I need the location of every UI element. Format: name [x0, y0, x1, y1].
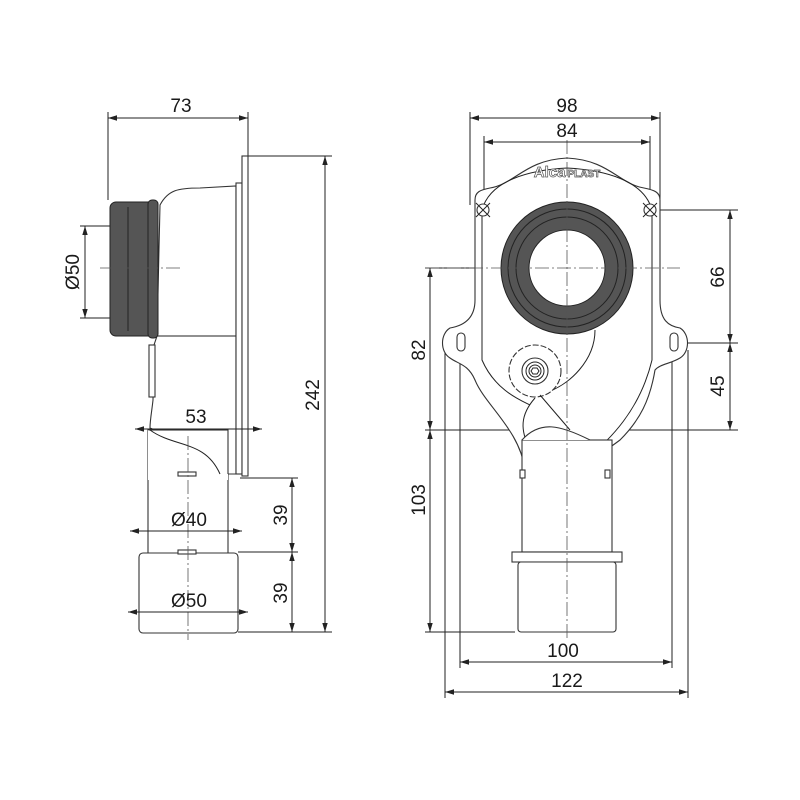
screw-hole-left	[475, 202, 491, 218]
dim-outlet-to-bottom: 103	[409, 484, 430, 516]
dim-center-to-outlet: 82	[409, 339, 430, 360]
dim-outlet-offset: 53	[185, 407, 206, 428]
mount-slot-right	[669, 332, 679, 352]
flange-gasket	[235, 182, 243, 475]
dim-mount-spacing: 100	[547, 641, 579, 662]
screw-hole-right	[642, 202, 658, 218]
dim-mount-to-outlet: 45	[708, 375, 729, 396]
dim-total-height: 242	[303, 379, 324, 411]
dim-hole-spacing: 84	[556, 121, 578, 142]
cleanout-knob	[508, 344, 562, 398]
dim-total-width: 122	[551, 671, 583, 692]
dim-cap-diameter: Ø50	[171, 591, 207, 612]
side-view: 73 Ø50 53 Ø40 Ø50 242 39 39	[63, 96, 332, 640]
mounting-plate	[241, 155, 249, 477]
mount-slot-left	[456, 332, 466, 352]
dim-pipe-diameter: Ø40	[171, 510, 207, 531]
dim-pipe-length: 39	[271, 504, 292, 525]
clip	[148, 344, 156, 398]
dim-cap-height: 39	[271, 582, 292, 603]
dim-width-top: 73	[170, 96, 191, 117]
dim-overall-width: 98	[556, 96, 577, 117]
dim-hole-to-mount: 66	[708, 266, 729, 287]
dim-inlet-diameter: Ø50	[63, 254, 84, 290]
